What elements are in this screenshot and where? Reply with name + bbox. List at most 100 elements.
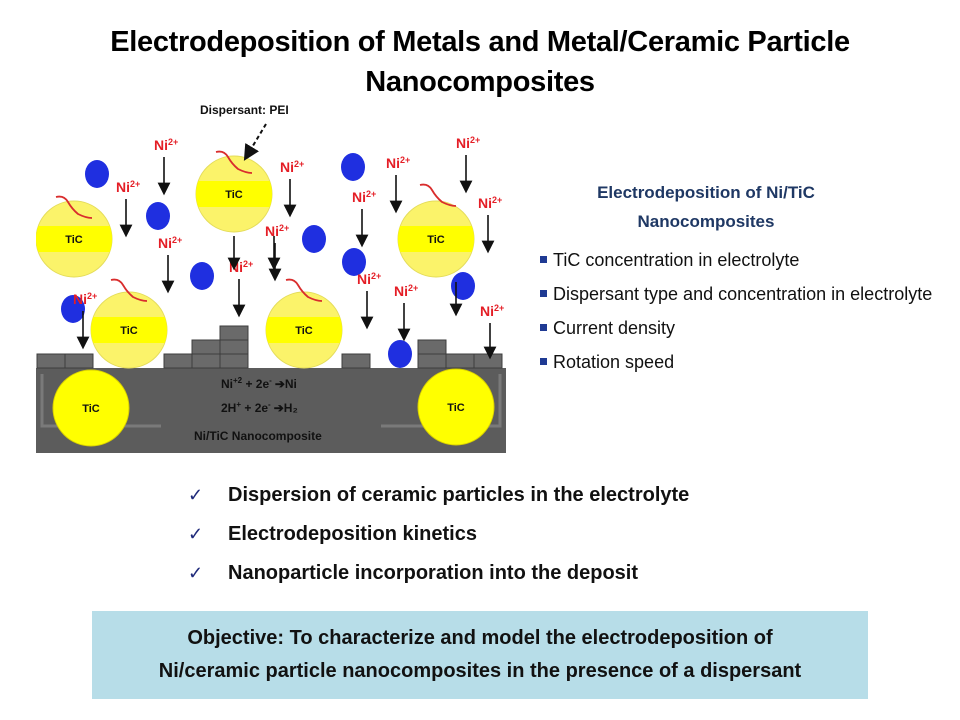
checklist-item: ✓ Dispersion of ceramic particles in the …: [188, 476, 828, 515]
list-item-label: Dispersant type and concentration in ele…: [553, 284, 933, 304]
square-bullet-icon: [540, 256, 547, 264]
deposit-block: [219, 325, 249, 341]
checklist-item: ✓ Electrodeposition kinetics: [188, 515, 828, 554]
tic-particle: TiC: [417, 368, 495, 446]
nanoparticle: [61, 295, 85, 323]
tic-label: TiC: [82, 403, 100, 415]
tic-particle: TiC: [265, 291, 343, 369]
square-bullet-icon: [540, 358, 547, 366]
list-item-label: TiC concentration in electrolyte: [553, 250, 800, 270]
objective-text: Objective: To characterize and model the…: [159, 622, 801, 688]
tic-particle: TiC: [36, 200, 113, 278]
nanoparticle: [341, 153, 365, 181]
tic-particle: TiC: [397, 200, 475, 278]
dispersant-strand: [285, 278, 323, 302]
tic-particle: TiC: [90, 291, 168, 369]
list-item: TiC concentration in electrolyte: [536, 246, 936, 274]
parameter-list: TiC concentration in electrolyte Dispers…: [536, 246, 936, 376]
nanoparticle: [302, 225, 326, 253]
list-item: Current density: [536, 314, 936, 342]
deposit-block: [191, 353, 221, 369]
nickel-ion: Ni2+: [386, 155, 410, 214]
diagram-canvas: TiC TiC TiC TiC TiC TiC TiC Ni2+ Ni2+ Ni2+ Ni2+ Ni…: [36, 103, 506, 453]
nickel-ion: Ni2+: [229, 259, 253, 318]
tic-label: TiC: [295, 325, 313, 337]
nickel-ion-label: Ni2+: [154, 137, 178, 153]
nanoparticle: [388, 340, 412, 368]
deposit-block: [341, 353, 371, 369]
slide-title-line-1: Electrodeposition of Metals and Metal/Ce…: [110, 26, 850, 58]
checklist-item-label: Nanoparticle incorporation into the depo…: [228, 562, 639, 584]
dispersant-pointer-arrow: [243, 123, 267, 161]
nickel-ion-label: Ni2+: [280, 159, 304, 175]
nickel-ion: Ni2+: [158, 235, 182, 294]
nickel-ion-label: Ni2+: [480, 303, 504, 319]
tic-particle: TiC: [52, 369, 130, 447]
checkmark-icon: ✓: [188, 563, 204, 583]
research-focus-checklist: ✓ Dispersion of ceramic particles in the …: [188, 476, 828, 593]
objective-box: Objective: To characterize and model the…: [92, 611, 868, 699]
dispersant-strand: [55, 195, 93, 219]
right-panel: Electrodeposition of Ni/TiC Nanocomposit…: [536, 178, 936, 382]
dispersant-strand: [215, 150, 253, 174]
nanoparticle: [146, 202, 170, 230]
objective-line-1: Objective: To characterize and model the…: [187, 627, 773, 649]
right-panel-heading: Electrodeposition of Ni/TiC Nanocomposit…: [536, 178, 876, 236]
nickel-ion: Ni2+: [352, 189, 376, 248]
list-item: Dispersant type and concentration in ele…: [536, 280, 936, 308]
checkmark-icon: ✓: [188, 485, 204, 505]
dispersant-strand: [110, 278, 148, 302]
nanoparticle: [190, 262, 214, 290]
nickel-ion-label: Ni2+: [116, 179, 140, 195]
tic-label: TiC: [427, 234, 445, 246]
tic-label: TiC: [65, 234, 83, 246]
nickel-ion: Ni2+: [480, 303, 504, 360]
deposit-block: [191, 339, 221, 355]
nanoparticle: [85, 160, 109, 188]
nickel-ion-label: Ni2+: [73, 291, 97, 307]
list-item-label: Rotation speed: [553, 352, 675, 372]
electrodeposition-diagram: TiC TiC TiC TiC TiC TiC TiC Ni2+ Ni2+ Ni2+ Ni2+ Ni…: [36, 96, 512, 456]
checklist-item-label: Electrodeposition kinetics: [228, 523, 477, 545]
dispersant-label: Dispersant: PEI: [200, 103, 289, 117]
slide-title: Electrodeposition of Metals and Metal/Ce…: [0, 22, 960, 102]
nickel-ion-label: Ni2+: [352, 189, 376, 205]
composite-label: Ni/TiC Nanocomposite: [194, 429, 322, 443]
right-heading-line-1: Electrodeposition of Ni/TiC: [597, 183, 815, 202]
slide-title-line-2: Nanocomposites: [365, 66, 595, 98]
nanoparticle: [342, 248, 366, 276]
square-bullet-icon: [540, 324, 547, 332]
square-bullet-icon: [540, 290, 547, 298]
checklist-item: ✓ Nanoparticle incorporation into the dep…: [188, 554, 828, 593]
deposit-block: [417, 339, 447, 355]
nickel-ion: Ni2+: [456, 135, 480, 194]
nickel-ion-label: Ni2+: [229, 259, 253, 275]
nickel-ion: Ni2+: [73, 291, 97, 350]
checklist-item-label: Dispersion of ceramic particles in the e…: [228, 484, 690, 506]
nickel-ion-label: Ni2+: [158, 235, 182, 251]
reaction-nickel: Ni+2 + 2e-➔Ni: [221, 376, 297, 391]
deposit-block: [36, 353, 66, 369]
tic-particle: TiC: [195, 155, 273, 233]
deposit-block: [219, 353, 249, 369]
nickel-ion-label: Ni2+: [265, 223, 289, 239]
reaction-hydrogen: 2H+ + 2e-➔H₂: [221, 400, 298, 415]
nickel-ion: Ni2+: [394, 283, 418, 342]
nickel-ion-label: Ni2+: [386, 155, 410, 171]
nickel-ion-label: Ni2+: [456, 135, 480, 151]
nanoparticle: [451, 272, 475, 300]
nickel-ion: Ni2+: [154, 137, 178, 196]
objective-line-2: Ni/ceramic particle nanocomposites in th…: [158, 660, 802, 682]
nickel-ion: Ni2+: [280, 159, 304, 218]
nickel-ion: Ni2+: [116, 179, 140, 238]
nickel-ion: Ni2+: [478, 195, 502, 254]
tic-label: TiC: [225, 189, 243, 201]
nickel-ion-label: Ni2+: [394, 283, 418, 299]
substrate-inner-line: [381, 374, 502, 428]
tic-label: TiC: [120, 325, 138, 337]
list-item: Rotation speed: [536, 348, 936, 376]
deposit-block: [64, 353, 94, 369]
nickel-ion: Ni2+: [357, 271, 381, 330]
deposit-block: [417, 353, 447, 369]
checkmark-icon: ✓: [188, 524, 204, 544]
